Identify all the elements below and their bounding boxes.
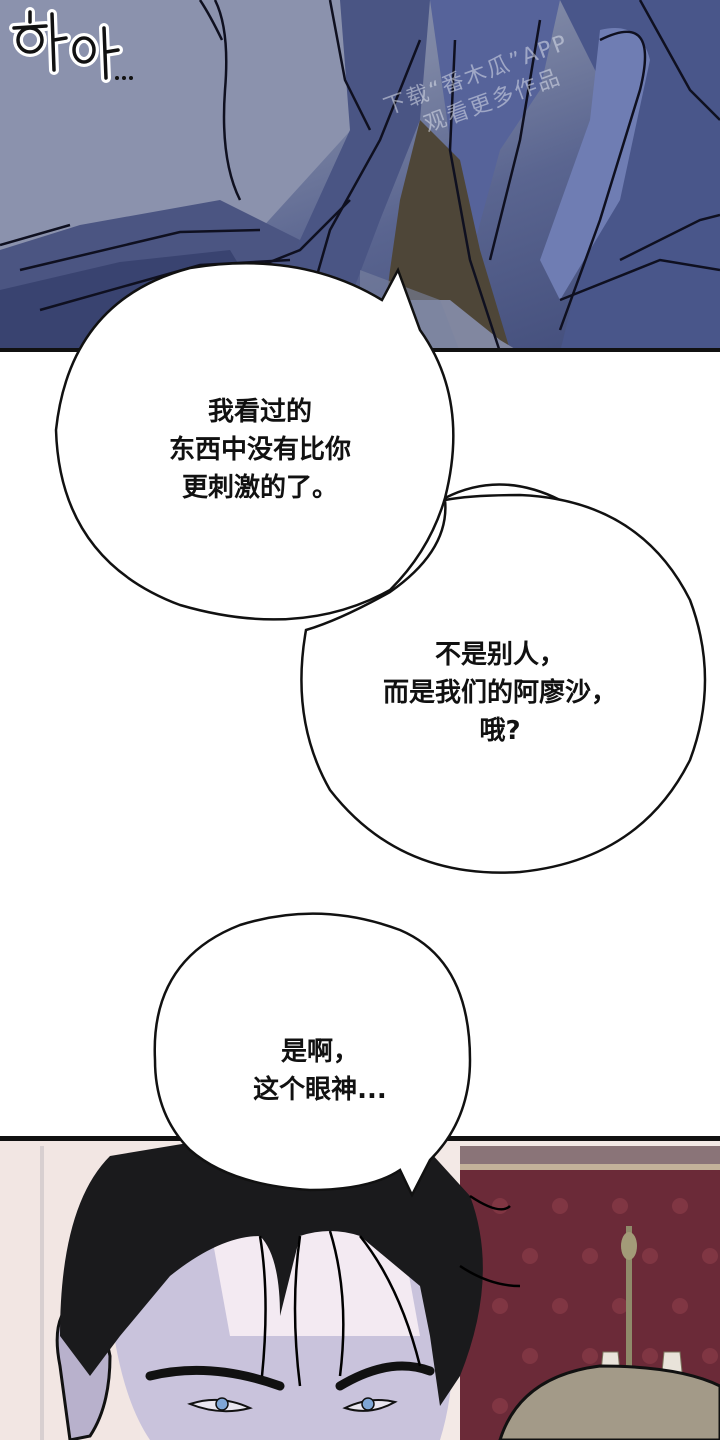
bubble-2-text: 不是别人， 而是我们的阿廖沙， 哦? (382, 640, 617, 746)
panel-border (0, 1136, 720, 1141)
bottom-panel-art (0, 1136, 720, 1440)
sound-effect-haa (9, 7, 133, 83)
bubble-1-text: 我看过的 东西中没有比你 更刺激的了。 (168, 397, 351, 503)
top-panel: 下载“番木瓜”APP 观看更多作品 (0, 0, 720, 352)
bubble-3-text: 是啊， 这个眼神... (253, 1037, 387, 1105)
bottom-panel (0, 1136, 720, 1440)
panel-border (0, 348, 720, 352)
